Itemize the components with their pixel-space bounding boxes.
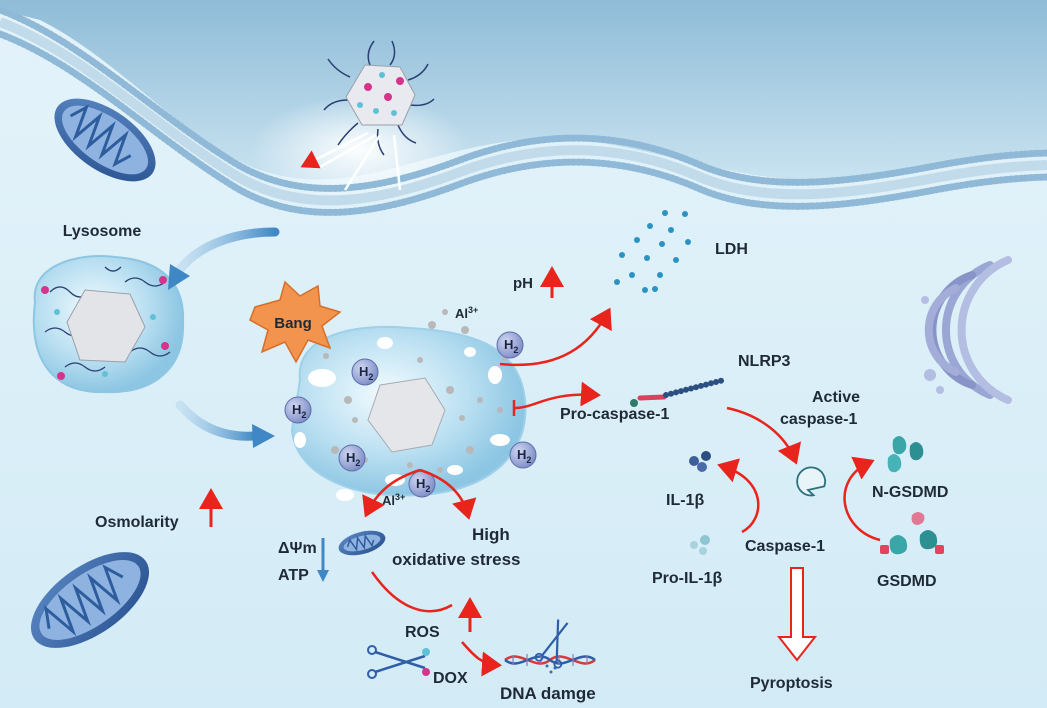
- pro-il1b-label: Pro-IL-1β: [652, 570, 722, 587]
- h2-bubble: [338, 444, 366, 472]
- il1b-label: IL-1β: [666, 492, 704, 509]
- nlrp3-bead: [673, 389, 679, 396]
- h2-label: H2: [292, 402, 306, 420]
- atp-decrease-arrowhead: [317, 570, 329, 582]
- h2-label: H2: [416, 476, 430, 494]
- golgi-icon: [921, 256, 1012, 404]
- h2-bubble: [351, 358, 379, 386]
- n-gsdmd-protein-icon: [887, 436, 924, 473]
- caspase-activation-arrow: [726, 406, 802, 465]
- mito-damage-arrow: [362, 468, 421, 518]
- h2-label: H2: [359, 364, 373, 382]
- lysosome-label: Lysosome: [63, 223, 142, 240]
- ldh-release-arrow: [499, 307, 612, 367]
- atp-label: ATP: [278, 567, 309, 584]
- ldh-dots: [614, 210, 691, 293]
- uptake-arrowhead: [168, 264, 190, 290]
- lysosome-release-arrowhead: [252, 424, 275, 448]
- delta-psi-m-label: ΔΨm: [278, 540, 317, 557]
- nanoparticle-icon: [300, 40, 435, 191]
- pyroptosis-label: Pyroptosis: [750, 675, 833, 692]
- uptake-arrow: [173, 227, 280, 277]
- pro-caspase1-label: Pro-caspase-1: [560, 406, 669, 423]
- dox-label: DOX: [433, 670, 468, 687]
- caspase1-label: Caspase-1: [745, 538, 825, 555]
- nlrp3-bead: [688, 385, 694, 392]
- n-gsdmd-label: N-GSDMD: [872, 484, 948, 501]
- high-label: High: [472, 525, 510, 544]
- nlrp3-bead: [703, 381, 709, 388]
- ldh-label: LDH: [715, 241, 748, 258]
- osmolarity-label: Osmolarity: [95, 514, 179, 531]
- pyroptosis-arrow: [776, 567, 818, 662]
- mitochondrion-icon: [338, 530, 386, 556]
- oxidative-stress-label: oxidative stress: [392, 550, 521, 569]
- al3-label-lower: Al3+: [382, 492, 405, 508]
- nlrp3-bead: [718, 377, 724, 384]
- nlrp3-bead: [693, 384, 699, 391]
- nlrp3-bead: [663, 392, 669, 398]
- h2-bubble: [284, 396, 312, 424]
- active-caspase1-label-line1: Active: [812, 389, 860, 406]
- lysosome-icon: [32, 255, 185, 394]
- nlrp3-bead: [668, 390, 674, 397]
- il1b-molecule: [689, 451, 711, 472]
- nlrp3-bead: [683, 386, 689, 393]
- cell-membrane: [0, 6, 1047, 216]
- lysosome-release-arrow: [175, 400, 260, 441]
- caspase-pacman-icon: [796, 466, 826, 497]
- bang-label: Bang: [274, 315, 312, 332]
- nlrp3-molecule: [630, 377, 724, 407]
- al3-label: Al3+: [455, 305, 478, 321]
- scissors-icon: [367, 645, 430, 679]
- nlrp3-label: NLRP3: [738, 353, 791, 370]
- pro-il1b-molecule: [690, 535, 710, 555]
- gsdmd-protein-icon: [880, 512, 944, 555]
- h2-label: H2: [346, 450, 360, 468]
- dna-damage-label: DNA damge: [500, 684, 596, 703]
- scissors-icon: [534, 619, 569, 669]
- gsdmd-cleavage-arrow: [843, 456, 881, 542]
- gsdmd-label: GSDMD: [877, 573, 937, 590]
- nlrp3-bead: [698, 382, 704, 389]
- ph-label: pH: [513, 275, 533, 292]
- nlrp3-bead: [713, 379, 719, 385]
- h2-bubble: [496, 331, 524, 359]
- h2-bubble: [509, 441, 537, 469]
- mitochondrion-icon: [54, 98, 156, 182]
- h2-label: H2: [504, 337, 518, 355]
- active-caspase1-label-line2: caspase-1: [780, 411, 857, 428]
- il1b-maturation-arrow: [717, 458, 760, 534]
- nlrp3-bead: [678, 388, 684, 395]
- nlrp3-activation-arrow: [514, 381, 601, 410]
- ros-label: ROS: [405, 624, 440, 641]
- bang-burst: Bang: [249, 280, 342, 364]
- mitochondrion-icon: [30, 552, 150, 648]
- mito-ros-curve: [370, 571, 453, 613]
- nlrp3-bead: [708, 380, 714, 387]
- h2-label: H2: [517, 447, 531, 465]
- dna-damage-arrow: [461, 641, 502, 677]
- oxidative-stress-arrow: [419, 468, 477, 520]
